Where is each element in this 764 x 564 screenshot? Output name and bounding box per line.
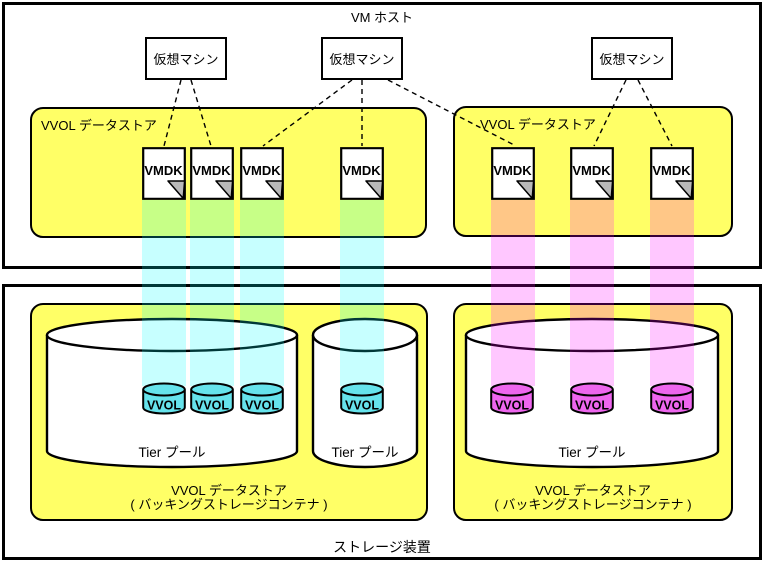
vvol-label: VVOL	[345, 399, 379, 413]
vvol-datastore-label-2: VVOL データストア	[480, 117, 596, 132]
vvol-label: VVOL	[195, 399, 229, 413]
vvol-cylinder-magenta: VVOL	[570, 382, 614, 415]
vmdk-file-icon: VMDK	[340, 147, 384, 200]
vmdk-label: VMDK	[652, 163, 691, 178]
vvol-label: VVOL	[245, 399, 279, 413]
vvol-cylinder-magenta: VVOL	[490, 382, 534, 415]
vmdk-file-icon: VMDK	[491, 147, 535, 200]
backing-container-caption-1: VVOL データストア ( バッキングストレージコンテナ )	[32, 484, 426, 511]
container-label-line2: ( バッキングストレージコンテナ )	[130, 496, 328, 512]
vmdk-file-icon: VMDK	[650, 147, 694, 200]
vmdk-file-icon: VMDK	[240, 147, 284, 200]
vmdk-label: VMDK	[144, 163, 183, 178]
tier-pool-label-2: Tier プール	[331, 445, 399, 460]
vvol-cylinder-cyan: VVOL	[142, 382, 186, 415]
tier-pool-label-1: Tier プール	[138, 445, 206, 460]
vvol-cylinder-cyan: VVOL	[190, 382, 234, 415]
vmdk-label: VMDK	[342, 163, 381, 178]
vmdk-file-icon: VMDK	[570, 147, 614, 200]
vvol-cylinder-cyan: VVOL	[340, 382, 384, 415]
vmdk-file-icon: VMDK	[142, 147, 186, 200]
container-label-line1: VVOL データストア	[171, 483, 287, 498]
backing-container-caption-2: VVOL データストア ( バッキングストレージコンテナ )	[455, 484, 731, 511]
vvol-cylinder-cyan: VVOL	[240, 382, 284, 415]
vvol-datastore-label-1: VVOL データストア	[41, 118, 157, 133]
vvol-label: VVOL	[147, 399, 181, 413]
vmdk-label: VMDK	[493, 163, 532, 178]
virtual-machine-box-1: 仮想マシン	[145, 37, 227, 80]
virtual-machine-box-2: 仮想マシン	[321, 37, 403, 80]
virtual-machine-label: 仮想マシン	[153, 52, 219, 67]
vmdk-label: VMDK	[242, 163, 281, 178]
storage-device-title: ストレージ装置	[333, 539, 431, 555]
vvol-label: VVOL	[655, 399, 689, 413]
vm-host-title: VM ホスト	[350, 10, 414, 25]
vvol-cylinder-magenta: VVOL	[650, 382, 694, 415]
vvol-label: VVOL	[495, 399, 529, 413]
vmdk-label: VMDK	[572, 163, 611, 178]
container-label-line1: VVOL データストア	[535, 483, 651, 498]
virtual-machine-label: 仮想マシン	[599, 52, 665, 67]
container-label-line2: ( バッキングストレージコンテナ )	[494, 496, 692, 512]
tier-pool-label-3: Tier プール	[558, 445, 626, 460]
vmdk-file-icon: VMDK	[190, 147, 234, 200]
virtual-machine-box-3: 仮想マシン	[591, 37, 673, 80]
vvol-label: VVOL	[575, 399, 609, 413]
virtual-machine-label: 仮想マシン	[329, 52, 395, 67]
vmdk-label: VMDK	[192, 163, 231, 178]
